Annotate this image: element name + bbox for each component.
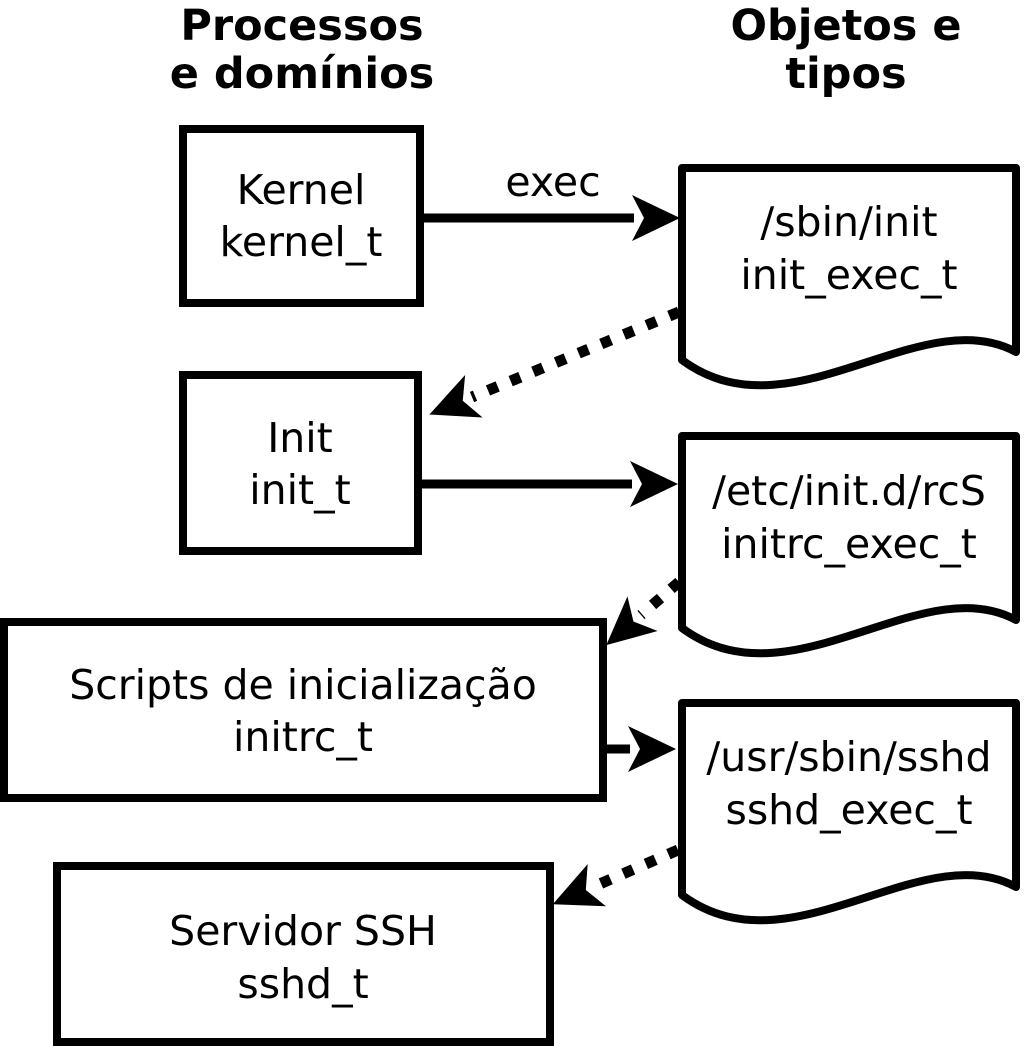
arrow-rcs-to-initrc-domain [606,577,683,646]
column-header-processes: Processos e domínios [170,1,435,99]
object-type-label: init_exec_t [740,251,957,299]
document-shape-etc-initd-rcs [678,432,1020,658]
column-header-processes-line1: Processos [180,1,423,51]
process-node-initrc: Scripts de inicialização initrc_t [0,618,607,802]
object-type-label: sshd_exec_t [725,786,972,834]
exec-arrow-label: exec [505,158,600,206]
document-shape-sbin-init [678,164,1020,390]
process-box-sshd [53,862,554,1046]
object-node-sbin-init: /sbin/init init_exec_t [678,164,1020,390]
object-type-label: initrc_exec_t [721,520,977,568]
process-label: Init [267,414,333,462]
process-node-init: Init init_t [179,371,422,555]
domain-label: sshd_t [237,960,368,1008]
process-box-initrc [0,618,607,802]
object-path-label: /usr/sbin/sshd [706,733,991,781]
object-node-etc-initd-rcs: /etc/init.d/rcS initrc_exec_t [678,432,1020,658]
process-label: Scripts de inicialização [69,661,537,709]
object-node-usr-sbin-sshd: /usr/sbin/sshd sshd_exec_t [678,699,1020,925]
column-header-objects-line2: tipos [785,49,906,99]
domain-label: init_t [249,466,350,514]
arrow-sshd-exec-to-sshd-domain [552,844,681,907]
object-path-label: /etc/init.d/rcS [712,467,986,515]
arrow-sbin-init-to-init-domain [429,306,682,418]
domain-label: initrc_t [233,713,373,761]
process-box-init [179,371,422,555]
process-label: Kernel [237,166,366,214]
process-box-kernel [179,125,424,307]
process-node-sshd: Servidor SSH sshd_t [53,862,554,1046]
process-label: Servidor SSH [169,907,437,955]
column-header-objects: Objetos e tipos [730,1,961,99]
object-path-label: /sbin/init [760,198,937,246]
column-header-objects-line1: Objetos e [730,1,961,51]
domain-label: kernel_t [220,218,383,266]
process-node-kernel: Kernel kernel_t [179,125,424,307]
document-shape-usr-sbin-sshd [678,699,1020,925]
transition-arrows [429,306,683,907]
column-header-processes-line2: e domínios [170,49,435,99]
